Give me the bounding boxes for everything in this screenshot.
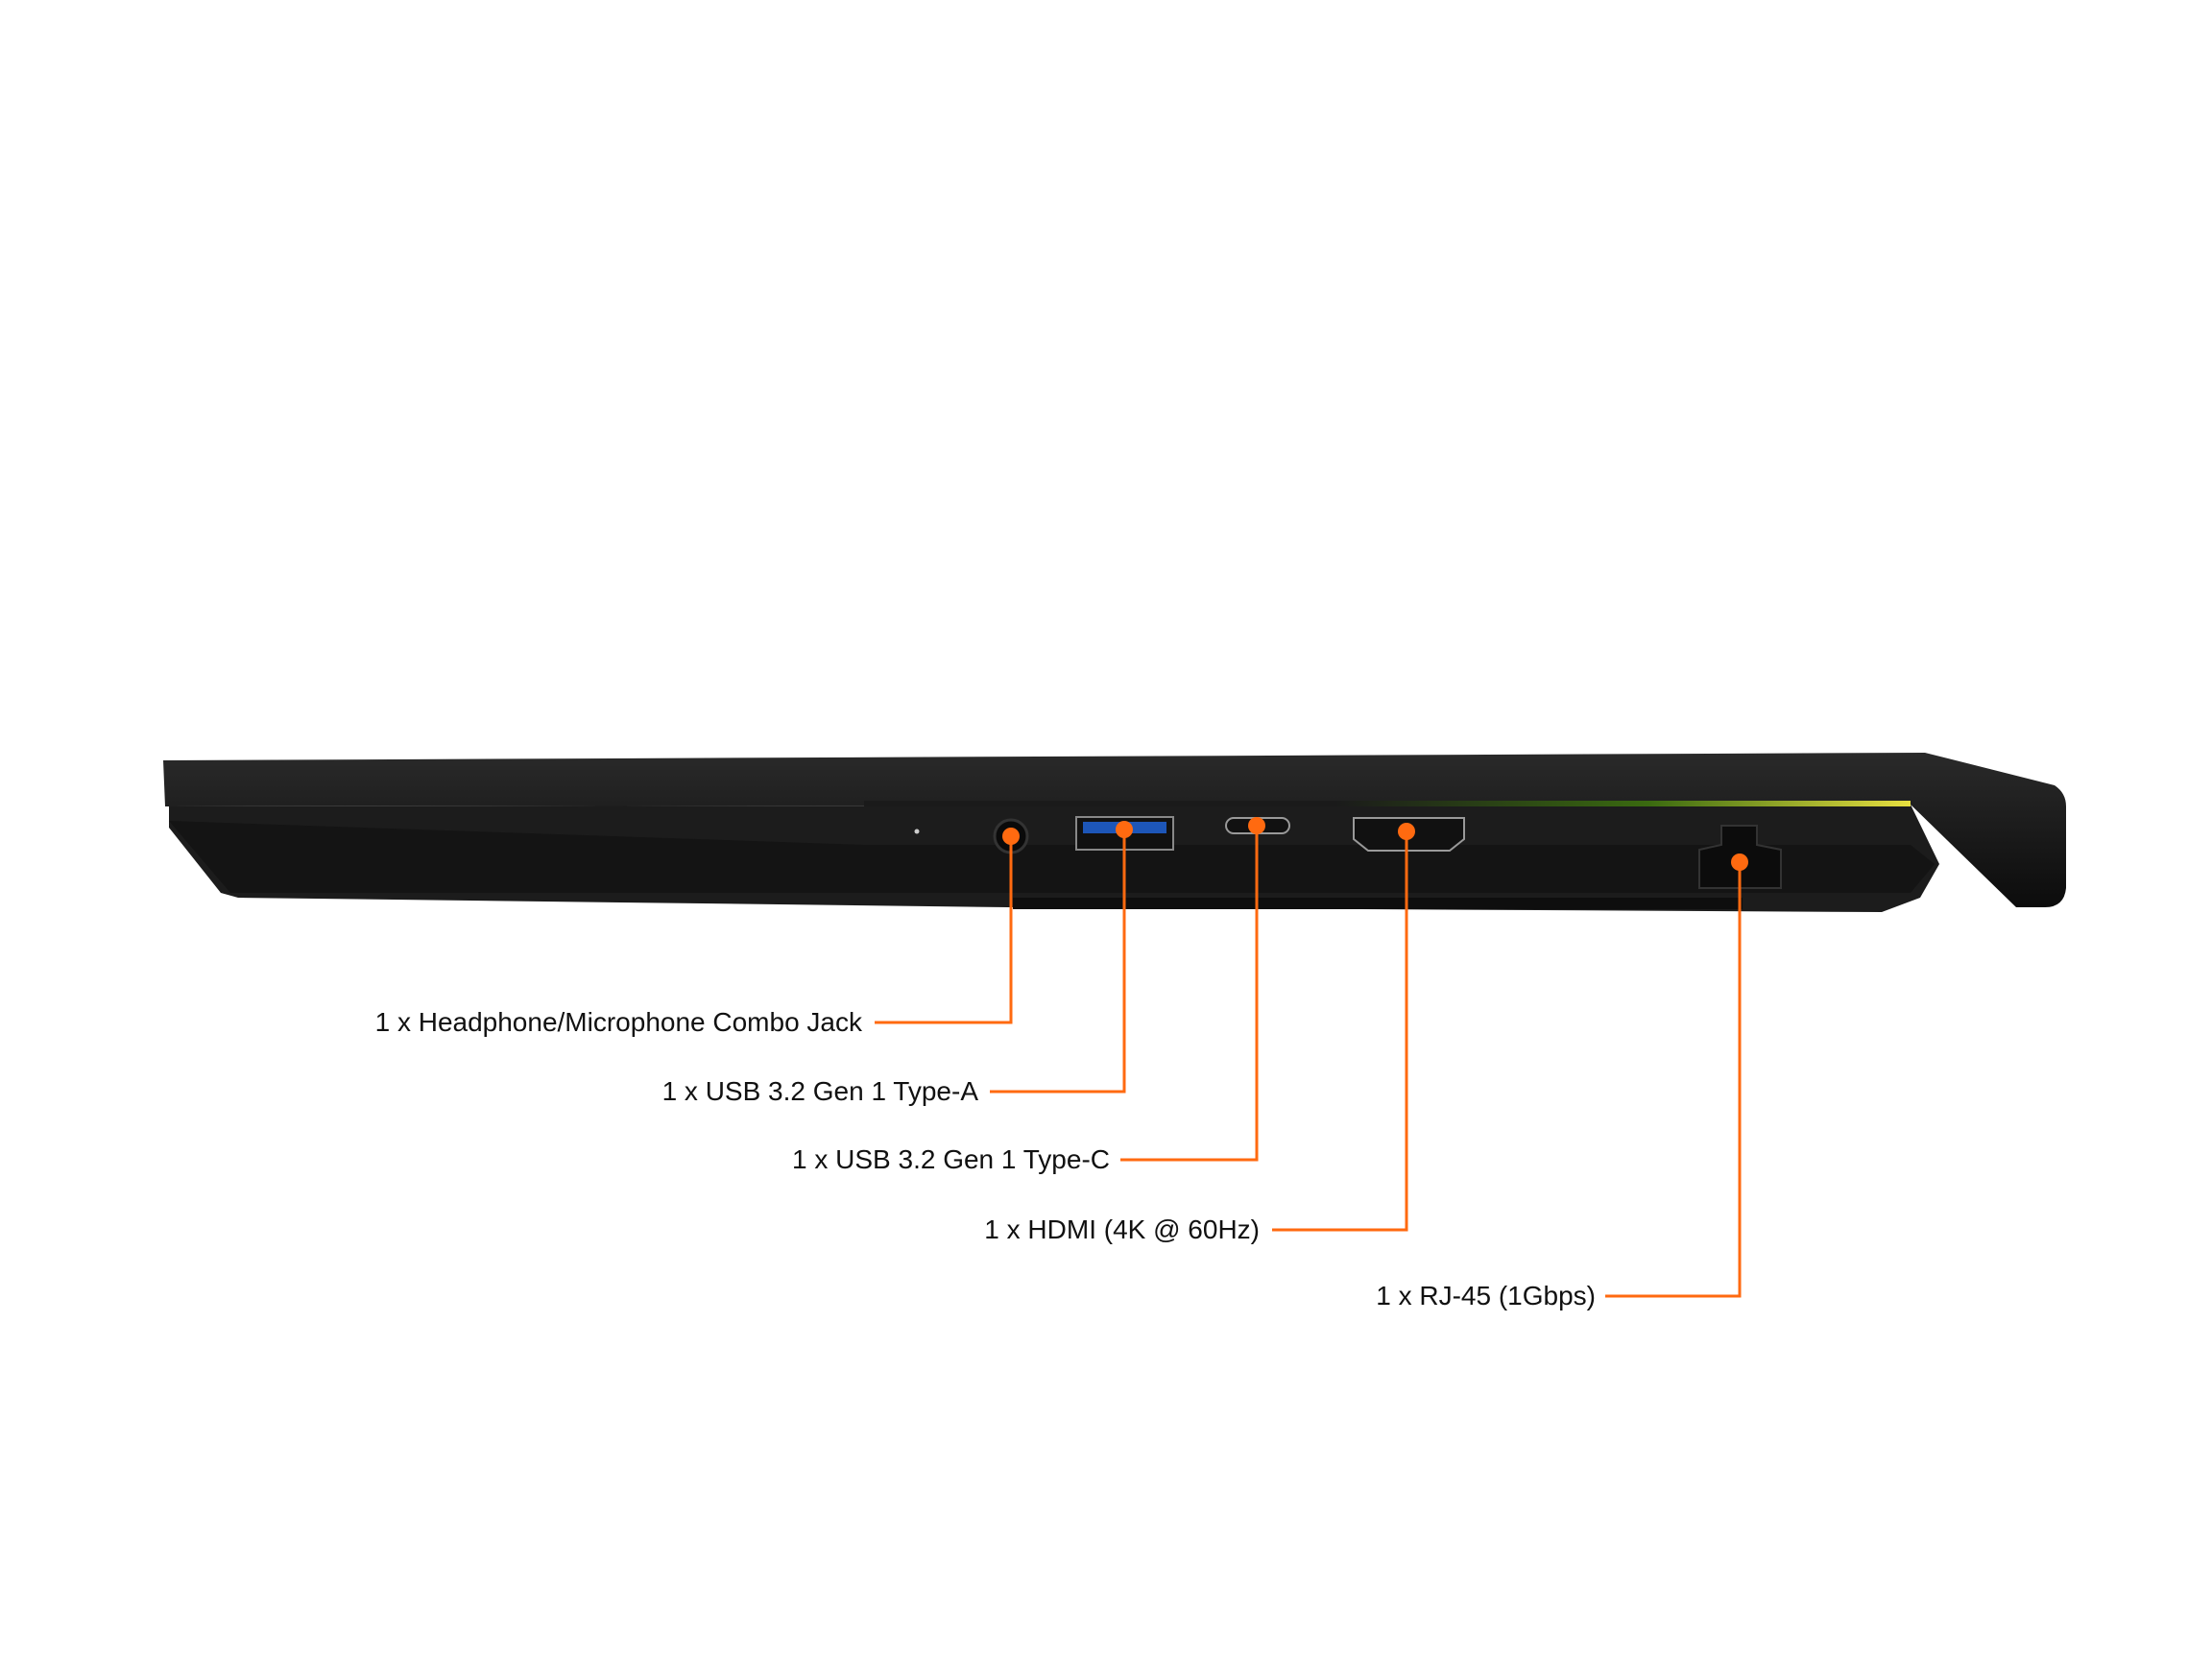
audio-jack-leader-line	[875, 836, 1013, 1024]
rj45-label: 1 x RJ-45 (1Gbps)	[1376, 1281, 1596, 1310]
usb-c-marker-dot	[1248, 817, 1265, 834]
usb-a-leader-line	[990, 830, 1126, 1094]
audio-jack-label: 1 x Headphone/Microphone Combo Jack	[374, 1007, 862, 1037]
hdmi-marker-dot	[1398, 823, 1415, 840]
laptop-lid	[163, 753, 2066, 907]
hdmi-label: 1 x HDMI (4K @ 60Hz)	[984, 1214, 1260, 1244]
hdmi-leader-line	[1272, 831, 1408, 1232]
rj45-marker-dot	[1731, 854, 1748, 871]
usb-c-label: 1 x USB 3.2 Gen 1 Type-C	[792, 1144, 1110, 1174]
rj45-leader-line	[1605, 862, 1742, 1298]
usb-a-label: 1 x USB 3.2 Gen 1 Type-A	[661, 1076, 978, 1106]
usb-c-leader-line	[1120, 826, 1259, 1162]
led-indicator	[914, 829, 920, 834]
usb-a-marker-dot	[1116, 821, 1133, 838]
audio-jack-marker-dot	[1002, 828, 1020, 845]
rgb-light-strip	[864, 801, 1911, 806]
